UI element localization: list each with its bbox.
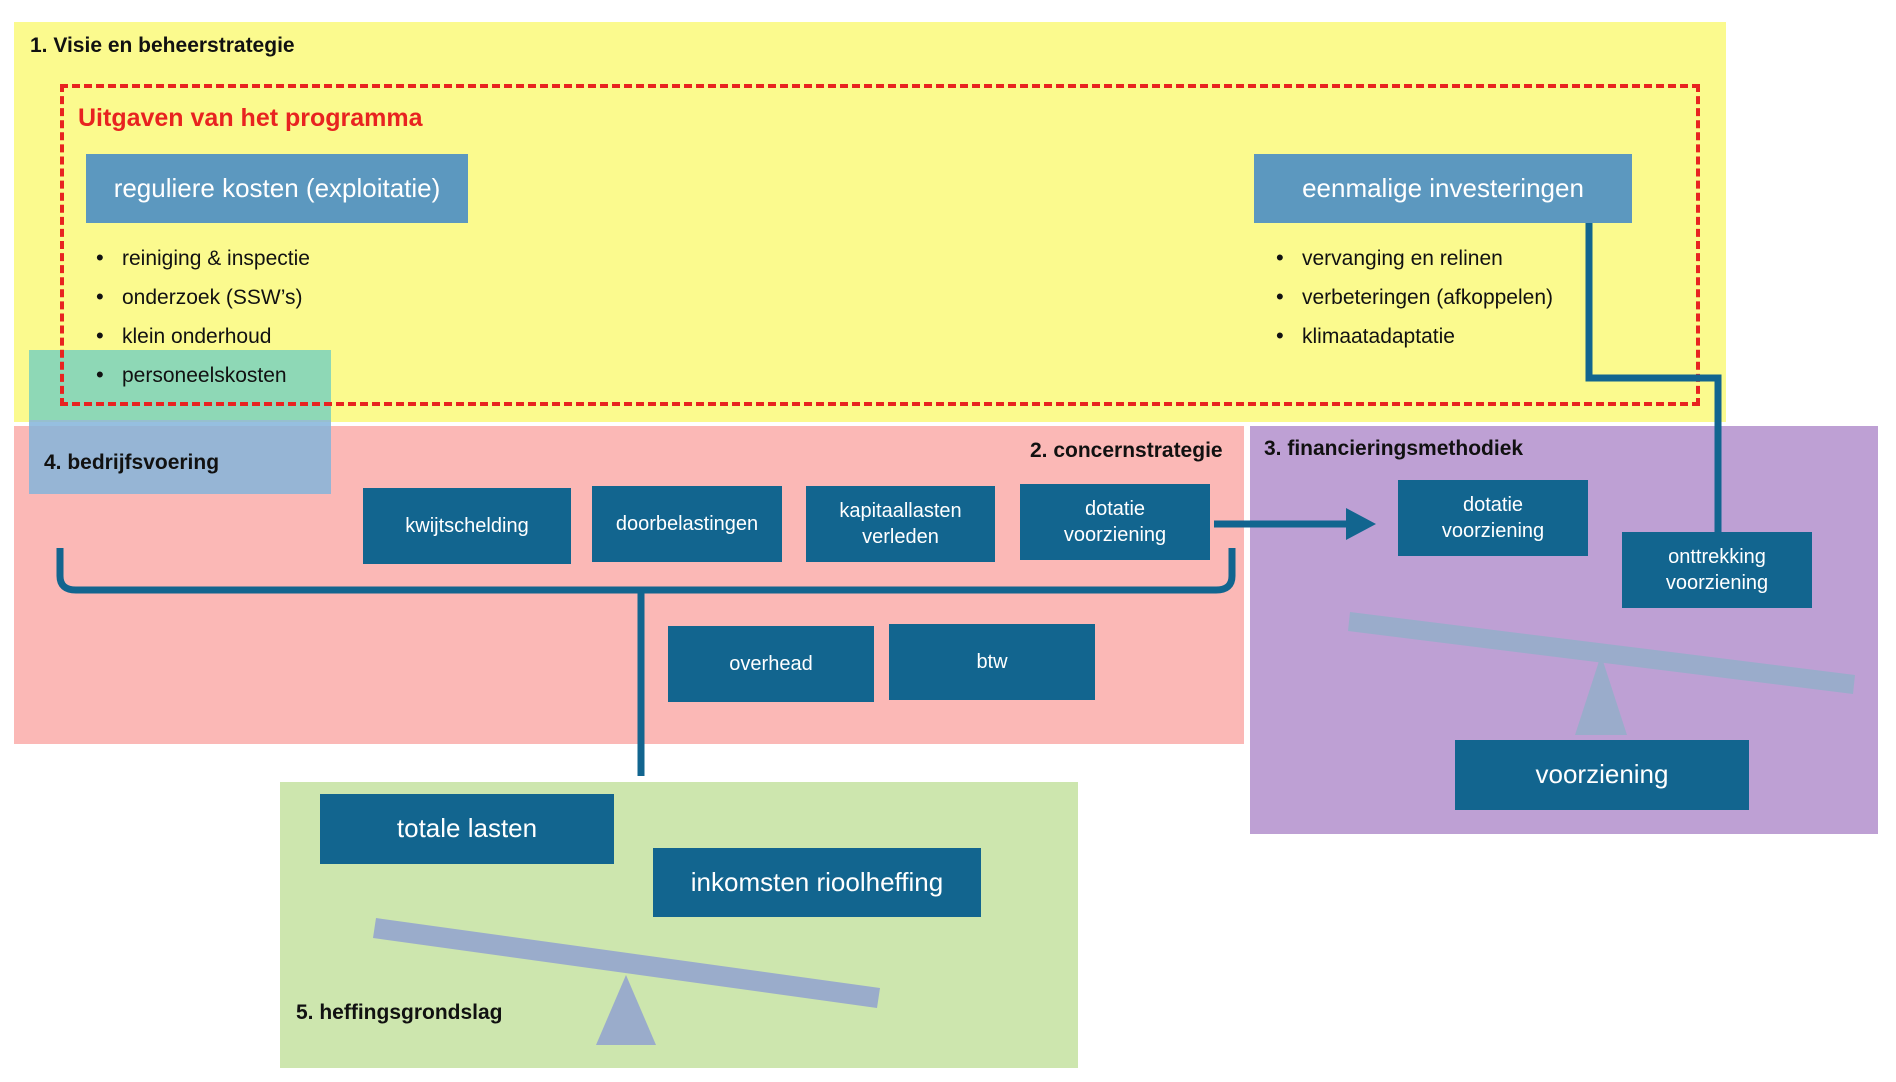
heffing-balance-fulcrum — [596, 975, 656, 1045]
eenmalige-investeringen-list: vervanging en relinen verbeteringen (afk… — [1276, 238, 1553, 355]
zone-title-bedrijfsvoering: 4. bedrijfsvoering — [44, 451, 220, 474]
list-item: klein onderhoud — [96, 316, 310, 355]
reguliere-kosten-box: reguliere kosten (exploitatie) — [86, 154, 468, 223]
list-item: vervanging en relinen — [1276, 238, 1553, 277]
btw-box: btw — [889, 624, 1095, 700]
list-item: personeelskosten — [96, 355, 310, 394]
heffing-balance-beam — [373, 918, 880, 1008]
kwijtschelding-box: kwijtschelding — [363, 488, 571, 564]
zone-title-visie: 1. Visie en beheerstrategie — [30, 34, 295, 57]
onttrekking-voorziening-box: onttrekking voorziening — [1622, 532, 1812, 608]
overhead-box: overhead — [668, 626, 874, 702]
totale-lasten-box: totale lasten — [320, 794, 614, 864]
kapitaallasten-verleden-box: kapitaallasten verleden — [806, 486, 995, 562]
zone-title-financiering: 3. financieringsmethodiek — [1264, 437, 1524, 460]
financiering-balance-fulcrum — [1575, 655, 1627, 735]
list-item: reiniging & inspectie — [96, 238, 310, 277]
dotatie-voorziening-concern-box: dotatie voorziening — [1020, 484, 1210, 560]
doorbelastingen-box: doorbelastingen — [592, 486, 782, 562]
dotatie-voorziening-financiering-box: dotatie voorziening — [1398, 480, 1588, 556]
kostenbundel-bracket — [56, 548, 1236, 594]
list-item: klimaatadaptatie — [1276, 316, 1553, 355]
reguliere-kosten-list: reiniging & inspectie onderzoek (SSW’s) … — [96, 238, 310, 394]
financiering-balance-beam — [1348, 612, 1855, 694]
zone-title-heffing: 5. heffingsgrondslag — [296, 1001, 503, 1024]
programma-title: Uitgaven van het programma — [78, 104, 423, 132]
list-item: onderzoek (SSW’s) — [96, 277, 310, 316]
list-item: verbeteringen (afkoppelen) — [1276, 277, 1553, 316]
voorziening-box: voorziening — [1455, 740, 1749, 810]
eenmalige-investeringen-box: eenmalige investeringen — [1254, 154, 1632, 223]
zone-title-concern: 2. concernstrategie — [1030, 439, 1223, 462]
inkomsten-rioolheffing-box: inkomsten rioolheffing — [653, 848, 981, 917]
programma-outline — [60, 84, 1700, 406]
dotatie-arrow-head — [1346, 508, 1376, 540]
investering-connector — [1585, 223, 1722, 532]
